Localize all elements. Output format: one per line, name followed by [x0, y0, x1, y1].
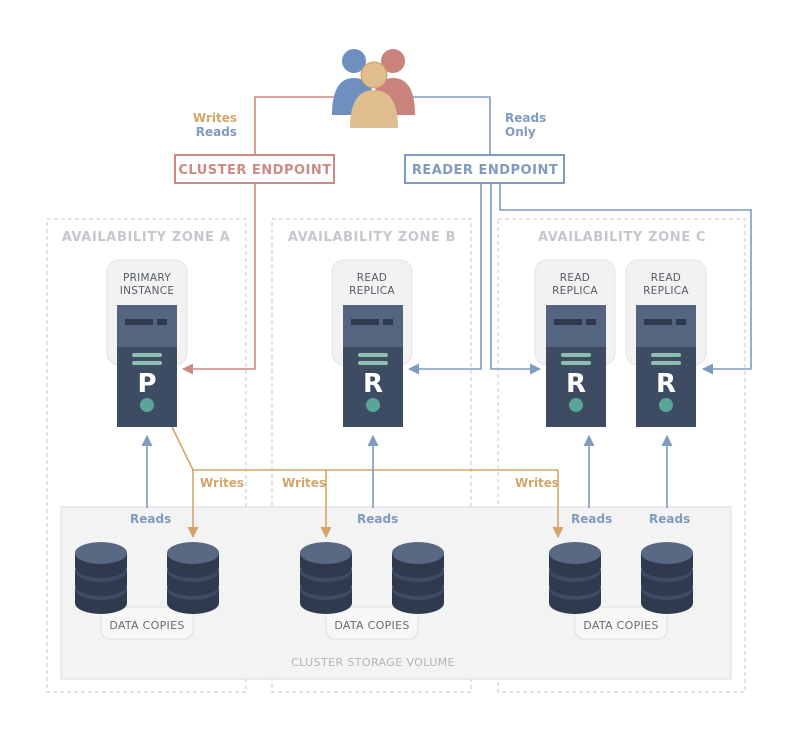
reader-only-label: Only [505, 125, 536, 139]
writes-a-label: Writes [200, 476, 244, 490]
instance-label-line1: READ [357, 272, 387, 284]
writes-c-label: Writes [515, 476, 559, 490]
primary-writes-line [171, 426, 558, 471]
database-icon [167, 542, 219, 614]
zone-b-label: AVAILABILITY ZONE B [288, 230, 456, 245]
server-icon: R [636, 305, 696, 427]
reader-endpoint[interactable]: READER ENDPOINT [404, 154, 565, 184]
instance-label-line1: READ [560, 272, 590, 284]
server-letter: R [656, 369, 676, 399]
instance-label-line1: PRIMARY [123, 272, 171, 284]
data-copies-a: DATA COPIES [100, 606, 194, 640]
instance-label-line2: REPLICA [643, 285, 689, 297]
instance-label-line2: REPLICA [349, 285, 395, 297]
cluster-endpoint-label: CLUSTER ENDPOINT [178, 163, 331, 178]
cluster-endpoint[interactable]: CLUSTER ENDPOINT [174, 154, 335, 184]
reader-endpoint-label: READER ENDPOINT [412, 163, 558, 178]
database-icon [75, 542, 127, 614]
data-copies-b: DATA COPIES [325, 606, 419, 640]
reads-b-label: Reads [357, 512, 398, 526]
server-letter: R [566, 369, 586, 399]
zone-a-label: AVAILABILITY ZONE A [62, 230, 231, 245]
users-to-reader-line [410, 96, 491, 155]
cluster-reads-label: Reads [196, 125, 237, 139]
zone-b: AVAILABILITY ZONE B [271, 218, 472, 693]
users-to-cluster-line [254, 96, 336, 155]
instance-label-line1: READ [651, 272, 681, 284]
instance-label-line2: REPLICA [552, 285, 598, 297]
zone-c: AVAILABILITY ZONE C [497, 218, 746, 693]
instance-label-line2: INSTANCE [120, 285, 175, 297]
server-letter: P [137, 369, 156, 399]
reader-to-replica-c2-line [499, 183, 752, 375]
cluster-writes-label: Writes [193, 111, 237, 125]
server-icon: P [117, 305, 177, 427]
reader-to-replica-c1-line [490, 183, 542, 375]
reads-c2-label: Reads [649, 512, 690, 526]
cluster-to-primary-line [181, 183, 256, 375]
server-icon: R [546, 305, 606, 427]
reads-a-label: Reads [130, 512, 171, 526]
data-copies-label: DATA COPIES [583, 619, 658, 632]
data-copies-label: DATA COPIES [109, 619, 184, 632]
writes-b-label: Writes [282, 476, 326, 490]
server-letter: R [363, 369, 383, 399]
database-icon [300, 542, 352, 614]
reader-reads-label: Reads [505, 111, 546, 125]
database-icon [392, 542, 444, 614]
data-copies-label: DATA COPIES [334, 619, 409, 632]
server-icon: R [343, 305, 403, 427]
zone-c-label: AVAILABILITY ZONE C [538, 230, 706, 245]
users-icon [332, 49, 415, 128]
data-copies-c: DATA COPIES [574, 606, 668, 640]
zone-a: AVAILABILITY ZONE A [46, 218, 247, 693]
reads-c1-label: Reads [571, 512, 612, 526]
storage-volume-label: CLUSTER STORAGE VOLUME [291, 656, 455, 669]
database-icon [641, 542, 693, 614]
reader-to-replica-b-line [407, 183, 482, 375]
database-icon [549, 542, 601, 614]
